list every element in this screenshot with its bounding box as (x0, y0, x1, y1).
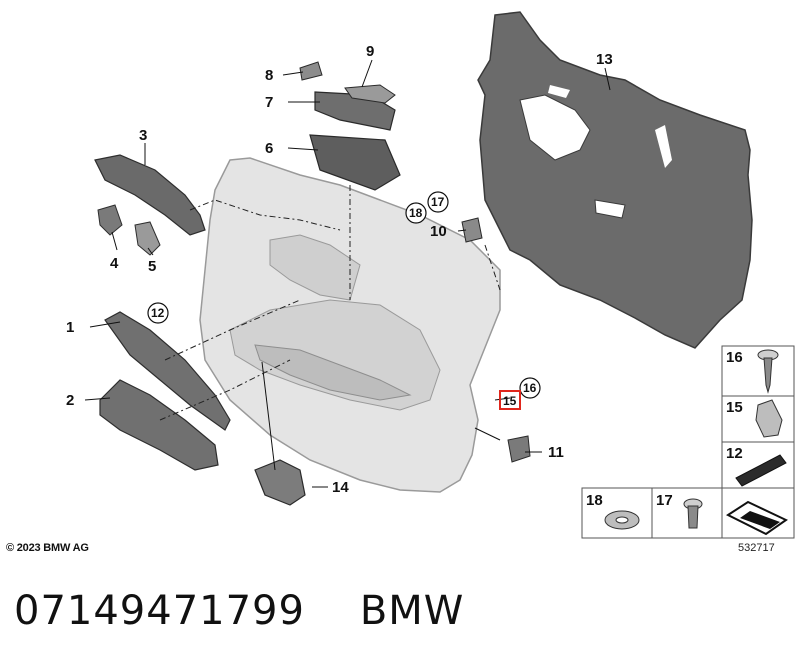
screw-icon (757, 349, 779, 394)
brand-name: BMW (359, 588, 465, 634)
part-2-lower-trim (99, 379, 219, 471)
part-11-cover (507, 435, 531, 463)
callout-5: 5 (148, 258, 156, 275)
legend-small-parts: 16 15 12 18 17 (581, 345, 795, 539)
callout-17: 17 (431, 195, 445, 209)
part-10-clip (461, 217, 483, 243)
callout-18: 18 (409, 206, 423, 220)
circled-callouts (147, 191, 541, 399)
part-6-switch-block (309, 134, 401, 191)
legend-label-18: 18 (586, 492, 603, 509)
callout-15: 15 (503, 394, 517, 408)
part-13-sound-insulation (477, 11, 753, 349)
copyright-notice: © 2023 BMW AG (6, 542, 89, 554)
part-8-clip (299, 61, 323, 81)
part-3-armrest-trim (94, 154, 206, 236)
callout-8: 8 (265, 67, 273, 84)
part-5-bracket (134, 221, 161, 256)
assembly-dash-lines (159, 185, 501, 421)
clip-nut-icon (755, 399, 783, 438)
callout-11: 11 (548, 444, 564, 461)
part-1-trim-strip (104, 311, 231, 431)
callout-12: 12 (151, 306, 165, 320)
bolt-icon (683, 498, 703, 529)
foam-tube-icon (735, 454, 787, 487)
callout-14: 14 (332, 479, 349, 496)
part-9-trim-piece (344, 84, 396, 104)
part-caption: 07149471799 BMW (14, 588, 464, 634)
legend-label-16: 16 (726, 349, 743, 366)
callout-7: 7 (265, 94, 273, 111)
callout-6: 6 (265, 140, 273, 157)
callout-3: 3 (139, 127, 147, 144)
part-4-cap (97, 204, 123, 236)
callout-13: 13 (596, 51, 613, 68)
part-14-pocket-cover (254, 459, 306, 506)
door-trim-panel (199, 157, 501, 493)
callout-4: 4 (110, 255, 119, 272)
callout-9: 9 (366, 43, 374, 60)
legend-label-15: 15 (726, 399, 743, 416)
washer-icon (604, 510, 640, 530)
callout-16: 16 (523, 381, 537, 395)
callout-1: 1 (66, 319, 74, 336)
callout-10: 10 (430, 223, 447, 240)
diagram-number: 532717 (738, 542, 775, 554)
adhesive-strip-icon (725, 500, 788, 536)
callout-2: 2 (66, 392, 74, 409)
part-number: 07149471799 (14, 588, 305, 634)
leader-lines (84, 59, 611, 488)
legend-label-12: 12 (726, 445, 743, 462)
highlight-box-15 (499, 390, 521, 410)
legend-label-17: 17 (656, 492, 673, 509)
